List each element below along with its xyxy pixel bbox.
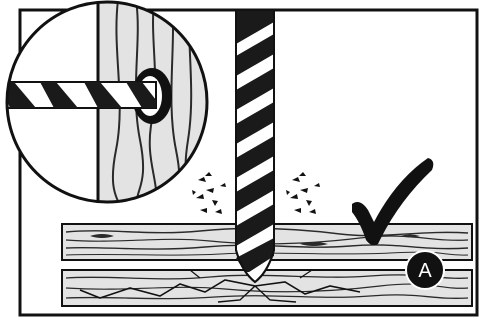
drill-bit-icon [236, 10, 274, 282]
callout-badge-label: A [418, 260, 432, 282]
callout-badge: A [406, 251, 444, 289]
